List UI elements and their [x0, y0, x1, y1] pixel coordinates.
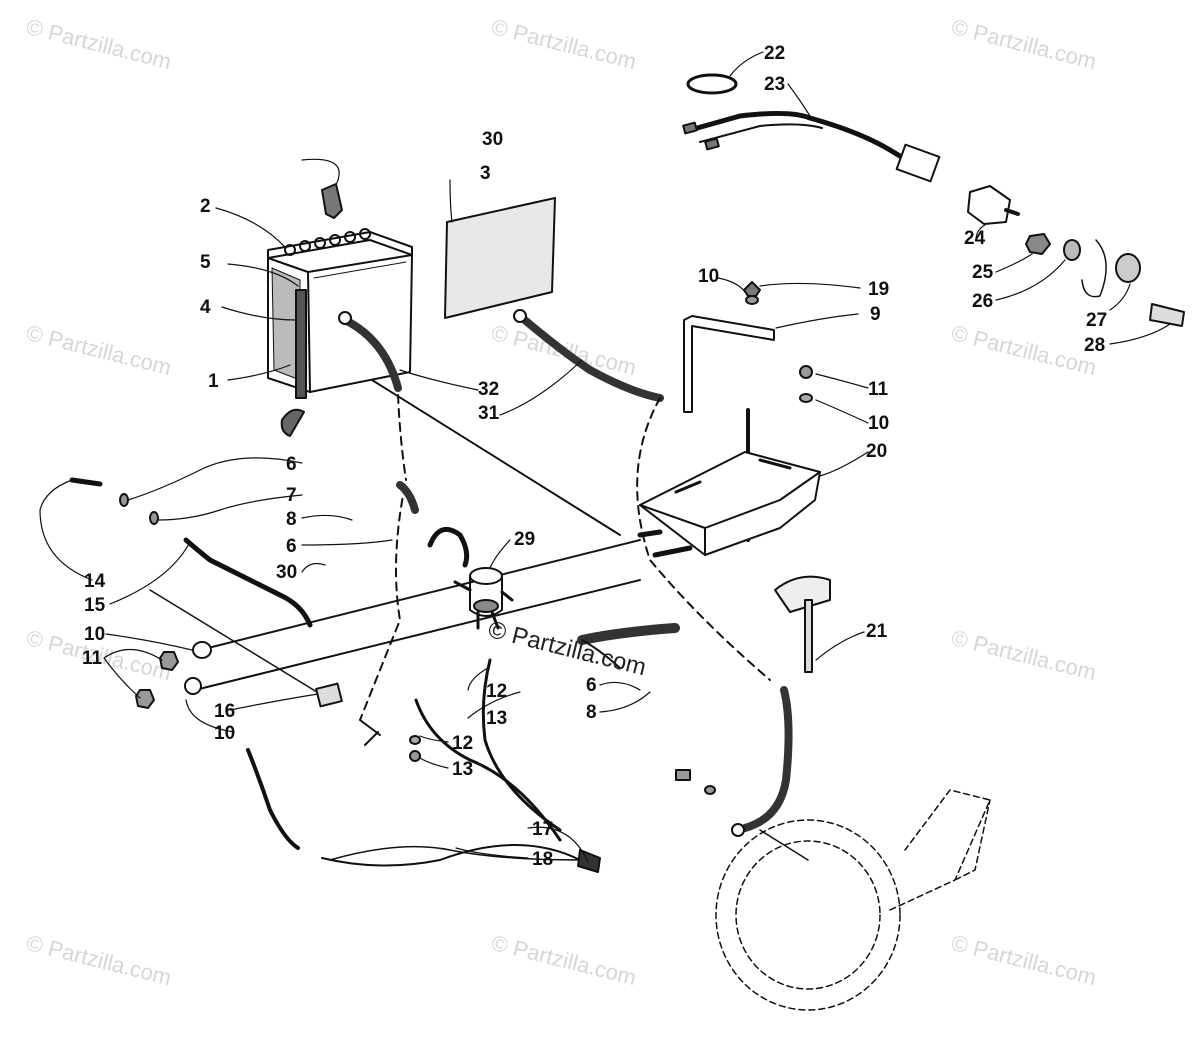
callout-26: 26: [972, 291, 994, 312]
callout-15: 15: [84, 595, 106, 616]
strap-end: [280, 408, 305, 437]
callout-19: 19: [868, 279, 890, 300]
callout-1: 1: [208, 371, 219, 392]
callout-28: 28: [1084, 335, 1106, 356]
callout-6: 6: [286, 454, 297, 475]
callout-29: 29: [514, 529, 536, 550]
callout-23: 23: [764, 74, 786, 95]
callout-30: 30: [482, 129, 504, 150]
starter-solenoid: [453, 567, 514, 630]
callout-13: 13: [486, 708, 508, 729]
callout-18: 18: [532, 849, 554, 870]
callout-4: 4: [200, 297, 211, 318]
callout-6: 6: [586, 675, 597, 696]
hex-nut: [159, 651, 179, 671]
connector: [577, 849, 601, 873]
leader-lines: [39, 51, 1171, 863]
mounting-rod: [199, 539, 641, 651]
wire-harness: [687, 110, 913, 165]
callout-27: 27: [1086, 310, 1108, 331]
battery-pad: [444, 197, 556, 319]
vent-cap: [321, 183, 343, 219]
callout-9: 9: [870, 304, 881, 325]
tie-strap: [686, 73, 738, 95]
callout-3: 3: [480, 163, 491, 184]
connector-block: [895, 143, 941, 183]
callout-5: 5: [200, 252, 211, 273]
callout-12: 12: [452, 733, 474, 754]
callout-10: 10: [214, 723, 236, 744]
bezel: [1115, 253, 1141, 283]
tray-bracket: [774, 575, 831, 613]
callout-30: 30: [276, 562, 298, 583]
callout-14: 14: [84, 571, 106, 592]
callout-21: 21: [866, 621, 888, 642]
callout-24: 24: [964, 228, 986, 249]
callout-10: 10: [84, 624, 106, 645]
callout-6: 6: [286, 536, 297, 557]
callout-8: 8: [586, 702, 597, 723]
callout-7: 7: [286, 485, 297, 506]
callout-31: 31: [478, 403, 500, 424]
callout-10: 10: [698, 266, 720, 287]
callout-2: 2: [200, 196, 211, 217]
callout-16: 16: [214, 701, 236, 722]
negative-cable: [341, 316, 402, 392]
callout-10: 10: [868, 413, 890, 434]
hex-nut: [1025, 233, 1051, 255]
support-rod: [183, 537, 313, 628]
callout-20: 20: [866, 441, 888, 462]
callout-25: 25: [972, 262, 994, 283]
key-switch: [967, 185, 1011, 225]
hold-down-bracket: [683, 315, 775, 413]
callout-12: 12: [486, 681, 508, 702]
callout-11: 11: [868, 379, 889, 400]
tray-bolt: [804, 599, 813, 673]
battery-tray: [639, 451, 821, 556]
headlight-housing: [715, 789, 991, 1011]
callout-8: 8: [286, 509, 297, 530]
callout-22: 22: [764, 43, 786, 64]
hex-nut: [135, 689, 155, 709]
battery-strap: [295, 289, 307, 399]
spacer: [315, 682, 343, 708]
callout-32: 32: [478, 379, 500, 400]
positive-cable: [516, 312, 664, 402]
callout-11: 11: [82, 648, 103, 669]
callout-13: 13: [452, 759, 474, 780]
knob: [1149, 303, 1185, 327]
callout-17: 17: [532, 819, 554, 840]
